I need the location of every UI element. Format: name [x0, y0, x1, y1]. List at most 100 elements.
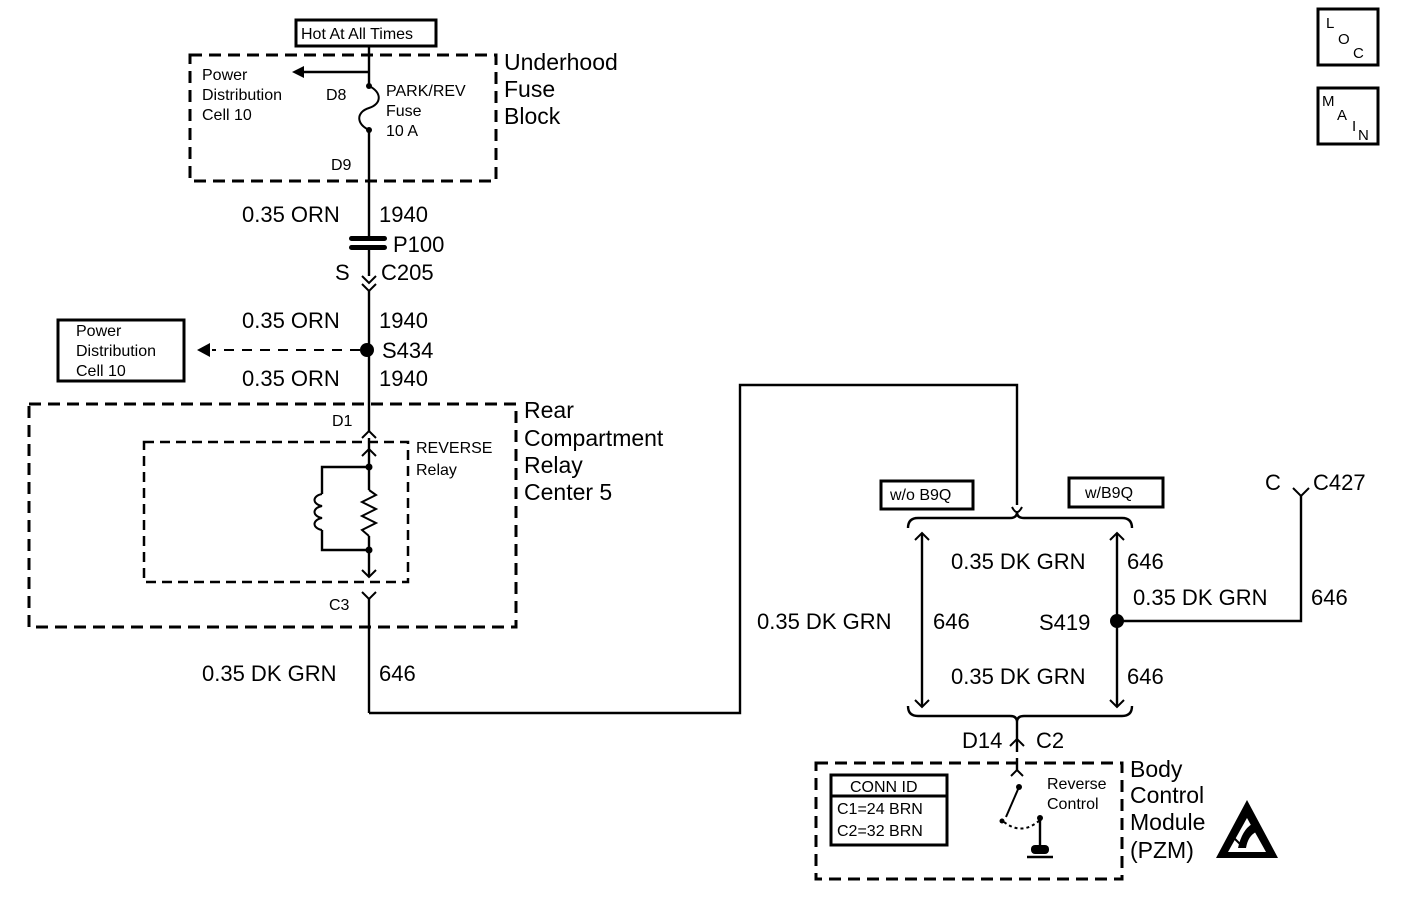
main-letter-m: M	[1322, 93, 1335, 110]
fuse-label-1: PARK/REV	[386, 83, 466, 100]
c2-label: C2	[1036, 728, 1064, 753]
c205-connector-top	[361, 275, 377, 285]
wire7-circuit: 646	[1311, 585, 1348, 610]
underhood-fuse-block-outline	[188, 53, 498, 183]
reverse-control-2: Control	[1047, 796, 1099, 813]
s434-splice	[360, 343, 374, 357]
power-dist-top-2: Distribution	[202, 87, 282, 104]
wire8-gauge: 0.35 DK GRN	[951, 664, 1086, 689]
p100-label: P100	[393, 232, 444, 257]
s-pin-label: S	[335, 260, 350, 285]
power-dist-left-box	[56, 318, 186, 383]
underhood-label-2: Fuse	[504, 76, 555, 102]
switch-icon	[999, 786, 1043, 830]
loc-letter-o: O	[1338, 31, 1350, 48]
arrow-left-icon	[197, 343, 210, 357]
conn-id-c1: C1=24 BRN	[837, 801, 923, 818]
relay-bottom-connector	[361, 569, 377, 579]
wo-b9q-box	[879, 479, 975, 511]
rear-compartment-relay-center-outline	[27, 402, 518, 629]
rear-label-1: Rear	[524, 397, 574, 423]
bcm-outline	[814, 761, 1124, 881]
power-dist-top-1: Power	[202, 67, 248, 84]
c427-connector	[1292, 487, 1310, 498]
w-b9q-label: w/B9Q	[1084, 485, 1133, 502]
main-letter-i: I	[1352, 118, 1356, 135]
wo-b9q-bottom-connector	[914, 699, 930, 709]
arrow-left-icon	[292, 66, 304, 78]
d1-label: D1	[332, 413, 353, 430]
rear-label-3: Relay	[524, 452, 583, 478]
hot-at-all-times-label: Hot At All Times	[301, 26, 413, 43]
c205-label: C205	[381, 260, 434, 285]
p100-grommet-bottom	[349, 245, 387, 250]
d1-connector	[361, 429, 377, 439]
wire1-gauge: 0.35 ORN	[242, 202, 340, 227]
s434-label: S434	[382, 338, 433, 363]
relay-top-connector	[361, 447, 377, 457]
wire3-gauge: 0.35 ORN	[242, 366, 340, 391]
main-button[interactable]: M A I N	[1316, 86, 1380, 146]
wire5-circuit: 646	[1127, 549, 1164, 574]
conn-id-box	[829, 773, 949, 847]
d14-label: D14	[962, 728, 1002, 753]
wire3-circuit: 1940	[379, 366, 428, 391]
wire2-circuit: 1940	[379, 308, 428, 333]
w-b9q-bottom-connector	[1109, 699, 1125, 709]
wire6-circuit: 646	[933, 609, 970, 634]
wire5-gauge: 0.35 DK GRN	[951, 549, 1086, 574]
fuse-label-2: Fuse	[386, 103, 422, 120]
wo-b9q-top-connector	[914, 531, 930, 541]
resistor-icon	[359, 489, 379, 537]
power-dist-left-1: Power	[76, 323, 122, 340]
rear-label-2: Compartment	[524, 425, 664, 451]
loc-letter-c: C	[1353, 45, 1364, 62]
coil-icon	[313, 493, 323, 531]
bcm-label-1: Body	[1130, 756, 1183, 782]
esd-warning-icon	[1216, 800, 1278, 858]
power-dist-top-3: Cell 10	[202, 107, 252, 124]
underhood-label-1: Underhood	[504, 49, 618, 75]
reverse-control-1: Reverse	[1047, 776, 1107, 793]
d8-label: D8	[326, 87, 347, 104]
p100-grommet-top	[349, 236, 387, 241]
underhood-label-3: Block	[504, 103, 561, 129]
c-pin-label: C	[1265, 470, 1281, 495]
d9-label: D9	[331, 157, 352, 174]
rear-label-4: Center 5	[524, 479, 612, 505]
wo-b9q-label: w/o B9Q	[889, 487, 951, 504]
wire4-gauge: 0.35 DK GRN	[202, 661, 337, 686]
wire6-gauge: 0.35 DK GRN	[757, 609, 892, 634]
reverse-relay-label-2: Relay	[416, 462, 457, 479]
loc-letter-l: L	[1326, 15, 1334, 32]
wire2-gauge: 0.35 ORN	[242, 308, 340, 333]
c2-connector	[1009, 737, 1025, 747]
wire1-circuit: 1940	[379, 202, 428, 227]
c3-connector	[361, 591, 377, 601]
w-b9q-box	[1067, 476, 1165, 509]
s419-label: S419	[1039, 610, 1090, 635]
bcm-label-3: Module	[1130, 809, 1205, 835]
fuse-icon	[358, 85, 380, 131]
reverse-relay-outline	[142, 440, 410, 584]
wire8-circuit: 646	[1127, 664, 1164, 689]
bcm-label-2: Control	[1130, 782, 1204, 808]
c427-label: C427	[1313, 470, 1366, 495]
ground-icon	[1027, 845, 1053, 859]
fuse-label-3: 10 A	[386, 123, 418, 140]
loc-button[interactable]: L O C	[1316, 7, 1380, 67]
conn-id-c2: C2=32 BRN	[837, 823, 923, 840]
wire7-gauge: 0.35 DK GRN	[1133, 585, 1268, 610]
conn-id-header: CONN ID	[850, 779, 918, 796]
wire4-circuit: 646	[379, 661, 416, 686]
w-b9q-top-connector	[1109, 531, 1125, 541]
c3-label: C3	[329, 597, 350, 614]
hot-at-all-times-box	[294, 18, 438, 48]
bcm-label-4: (PZM)	[1130, 837, 1194, 863]
reverse-relay-label-1: REVERSE	[416, 440, 492, 457]
power-dist-left-3: Cell 10	[76, 363, 126, 380]
power-dist-left-2: Distribution	[76, 343, 156, 360]
c205-connector-bottom	[361, 283, 377, 293]
main-letter-a: A	[1337, 107, 1347, 124]
